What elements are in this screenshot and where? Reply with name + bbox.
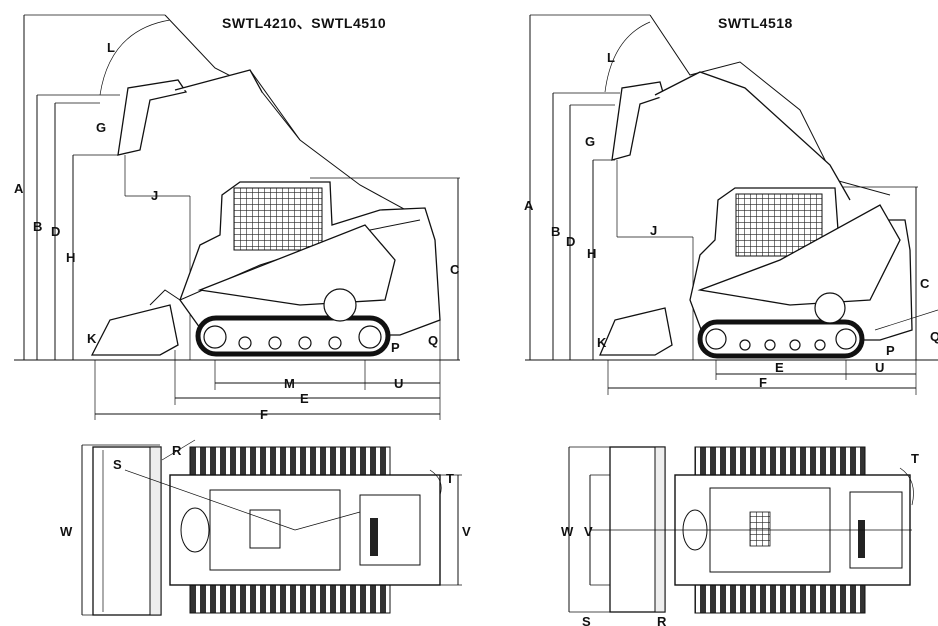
right-side-labels: A B D H L G J C K P Q E U F bbox=[524, 50, 938, 390]
label-S: S bbox=[113, 457, 122, 472]
label-K: K bbox=[597, 335, 607, 350]
label-V: V bbox=[462, 524, 471, 539]
label-A: A bbox=[14, 181, 24, 196]
label-U: U bbox=[875, 360, 884, 375]
label-M: M bbox=[284, 376, 295, 391]
left-model-title: SWTL4210、SWTL4510 bbox=[222, 15, 386, 31]
label-B: B bbox=[551, 224, 560, 239]
label-W: W bbox=[60, 524, 73, 539]
label-L: L bbox=[607, 50, 615, 65]
label-B: B bbox=[33, 219, 42, 234]
left-side-view bbox=[14, 14, 460, 420]
label-K: K bbox=[87, 331, 97, 346]
label-E: E bbox=[775, 360, 784, 375]
label-U: U bbox=[394, 376, 403, 391]
label-A: A bbox=[524, 198, 534, 213]
label-T: T bbox=[911, 451, 919, 466]
right-top-labels: T W V S R bbox=[561, 451, 919, 626]
label-D: D bbox=[566, 234, 575, 249]
label-D: D bbox=[51, 224, 60, 239]
left-top-view bbox=[81, 439, 462, 616]
left-top-labels: R S T W V bbox=[60, 443, 471, 539]
label-E: E bbox=[300, 391, 309, 406]
label-Q: Q bbox=[428, 333, 438, 348]
right-horizontal-dims bbox=[607, 360, 917, 395]
label-J: J bbox=[650, 223, 657, 238]
left-side-labels: A B D H L G J C K P Q M U E F bbox=[14, 40, 460, 422]
right-model-title: SWTL4518 bbox=[718, 15, 793, 31]
label-C: C bbox=[920, 276, 930, 291]
left-horizontal-dims bbox=[94, 350, 440, 420]
label-G: G bbox=[585, 134, 595, 149]
label-H: H bbox=[66, 250, 75, 265]
label-R: R bbox=[657, 614, 667, 626]
right-side-view bbox=[525, 14, 938, 361]
label-L: L bbox=[107, 40, 115, 55]
label-J: J bbox=[151, 188, 158, 203]
label-C: C bbox=[450, 262, 460, 277]
label-P: P bbox=[391, 340, 400, 355]
label-S: S bbox=[582, 614, 591, 626]
label-H: H bbox=[587, 246, 596, 261]
label-Q: Q bbox=[930, 329, 938, 344]
label-R: R bbox=[172, 443, 182, 458]
label-F: F bbox=[260, 407, 268, 422]
label-G: G bbox=[96, 120, 106, 135]
label-V: V bbox=[584, 524, 593, 539]
label-P: P bbox=[886, 343, 895, 358]
label-F: F bbox=[759, 375, 767, 390]
right-top-view bbox=[568, 446, 914, 614]
label-W: W bbox=[561, 524, 574, 539]
label-T: T bbox=[446, 471, 454, 486]
